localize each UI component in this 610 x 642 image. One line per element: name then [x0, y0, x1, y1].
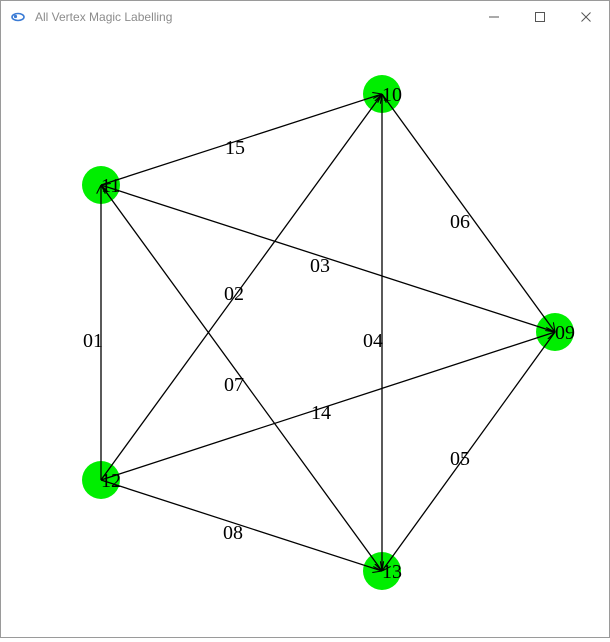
close-button[interactable]: [563, 1, 609, 33]
edge-label-10-09: 06: [450, 211, 470, 233]
graph-canvas[interactable]: 15 02 04 06 03 01 07 14 05 08 10 11 09 12 13: [1, 33, 609, 637]
close-icon: [581, 12, 591, 22]
edge-label-11-10: 15: [225, 137, 245, 159]
edge-label-11-13: 07: [224, 374, 244, 396]
edge-label-09-13: 05: [450, 448, 470, 470]
vertex-label-11: 11: [101, 175, 120, 197]
vertex-label-13: 13: [382, 561, 402, 583]
edge-09-11: [101, 185, 556, 333]
edge-11-13: [100, 184, 382, 571]
edge-label-12-09: 14: [311, 402, 331, 424]
minimize-icon: [489, 16, 499, 18]
edge-12-10: [100, 94, 382, 481]
edge-label-13-10: 04: [363, 330, 383, 352]
maximize-button[interactable]: [517, 1, 563, 33]
edge-12-09: [100, 332, 555, 481]
vertex-label-10: 10: [382, 84, 402, 106]
edge-10-09: [381, 93, 555, 332]
window-controls: [471, 1, 609, 33]
vertex-label-12: 12: [101, 470, 121, 492]
maximize-icon: [535, 12, 545, 22]
edge-11-10: [100, 94, 382, 186]
app-swirl-icon: [11, 12, 25, 22]
edge-label-12-13: 08: [223, 522, 243, 544]
minimize-button[interactable]: [471, 1, 517, 33]
edge-09-13: [382, 331, 556, 571]
title-bar[interactable]: All Vertex Magic Labelling: [1, 1, 609, 33]
graph-drawing: 15 02 04 06 03 01 07 14 05 08 10 11 09 12 13: [82, 75, 575, 590]
vertex-label-09: 09: [555, 322, 575, 344]
edge-label-09-11: 03: [310, 255, 330, 277]
edge-12-13: [100, 479, 382, 571]
window-title: All Vertex Magic Labelling: [35, 10, 173, 24]
edge-label-12-11: 01: [83, 330, 103, 352]
edge-label-12-10: 02: [224, 283, 244, 305]
